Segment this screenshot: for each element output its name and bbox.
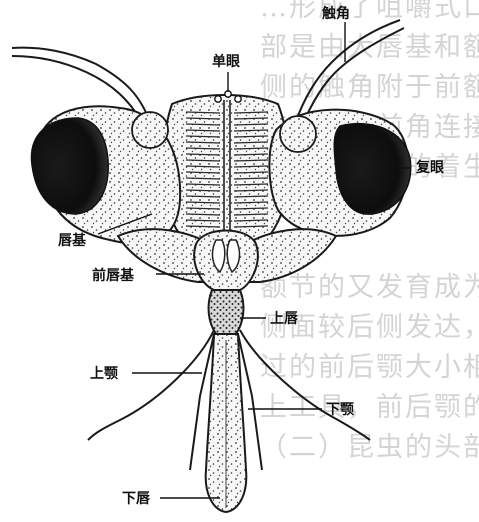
label-labium: 下唇 xyxy=(122,491,151,507)
label-mandible: 下颚 xyxy=(326,402,354,418)
background-text-line: 上工具，前后颚的差别发达。 xyxy=(260,392,479,423)
background-text-line: 额节的又发育成为与其它的特别是 xyxy=(260,272,479,303)
label-anteclypeus: 前唇基 xyxy=(92,267,135,284)
label-clypeus: 唇基 xyxy=(58,232,87,249)
labium xyxy=(206,334,247,512)
label-antenna: 触角 xyxy=(321,5,350,22)
background-text-line: 侧的触角附于前额前方，背板上较其 xyxy=(260,72,479,103)
background-text-line: （二）昆虫的头部类型 xyxy=(260,432,479,463)
label-ocellus: 单眼 xyxy=(212,53,240,70)
background-text-line: 过的前后颚大小相似，前口器较发达有 xyxy=(260,352,479,383)
left-eye-lobe xyxy=(31,106,180,243)
label-compound-eye: 复眼 xyxy=(415,159,444,176)
label-labrum: 上唇 xyxy=(270,311,299,327)
right-eye-lobe xyxy=(269,110,410,236)
label-maxilla: 上颚 xyxy=(90,366,118,382)
background-text-line: …形成了咀嚼式口器，可分为以下几部分 xyxy=(260,0,479,23)
anteclypeus xyxy=(194,231,258,291)
labrum xyxy=(209,290,244,334)
